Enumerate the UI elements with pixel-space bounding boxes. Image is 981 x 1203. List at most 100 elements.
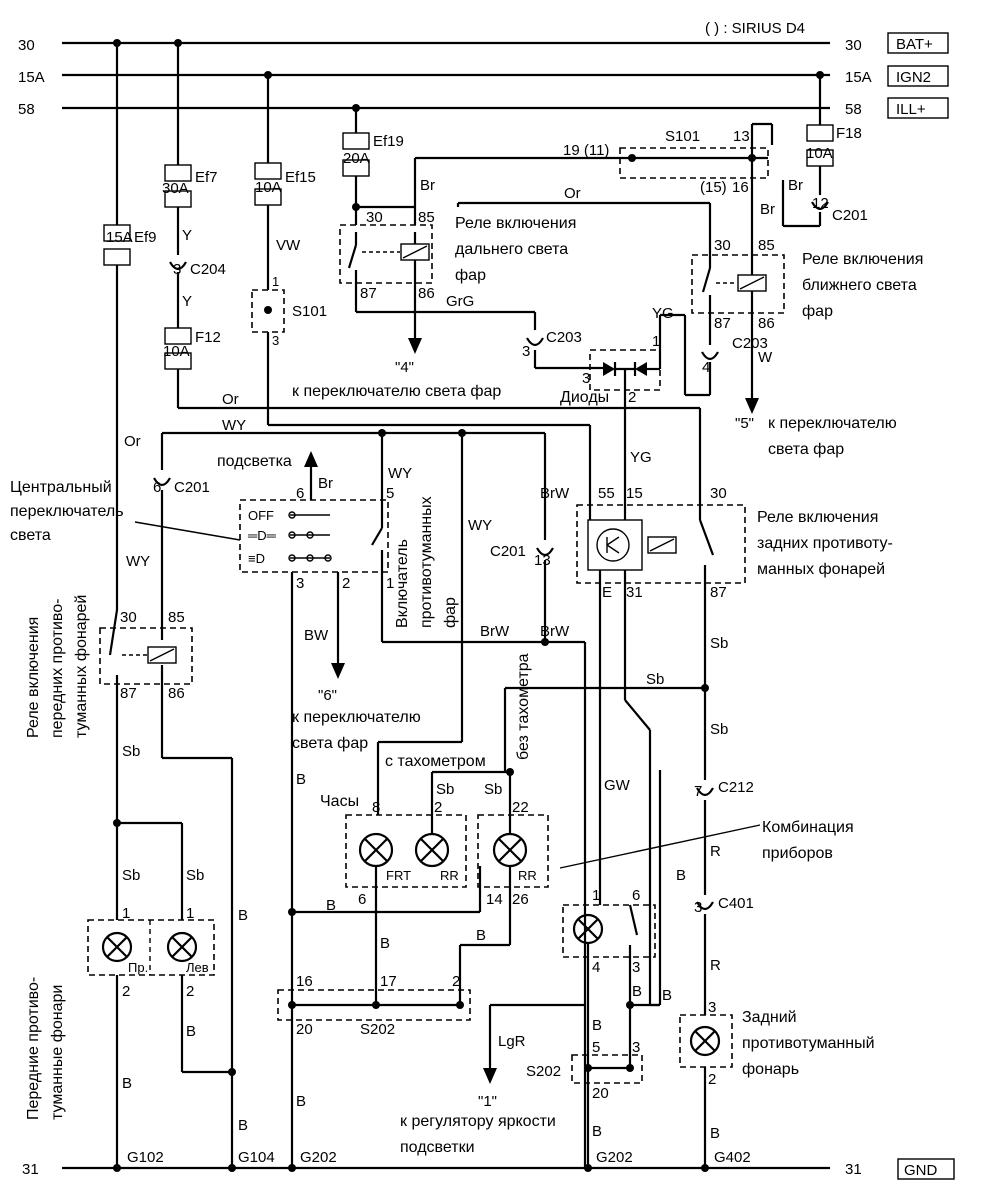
- rail-58-left: 58: [18, 101, 35, 118]
- label-lb-relay-3: фар: [802, 303, 833, 320]
- fuse-f12-rating: 10A: [163, 343, 190, 360]
- rail-15a-right: 15A: [845, 69, 872, 86]
- wire-b-8: B: [476, 927, 486, 944]
- pin-ff-86: 86: [168, 685, 185, 702]
- cluster-warning-block: [562, 904, 660, 1168]
- lb-relay: [658, 245, 785, 414]
- pin-ic-4: 4: [592, 959, 600, 976]
- pin-s202r-20: 20: [592, 1085, 609, 1102]
- wire-b-6: B: [326, 897, 336, 914]
- wire-b-2: B: [186, 1023, 196, 1040]
- switch-pos-off: OFF: [248, 508, 274, 523]
- wire-r-1: R: [710, 843, 721, 860]
- label-lb-relay-2: ближнего света: [802, 277, 917, 294]
- wire-y-1: Y: [182, 227, 192, 244]
- wire-or-2: Or: [124, 433, 141, 450]
- label-front-lamps-1: Передние противо-: [25, 977, 42, 1120]
- ground-g102: G102: [127, 1149, 164, 1166]
- wire-bw: BW: [304, 627, 329, 644]
- wire-brw-2: BrW: [480, 623, 510, 640]
- fuse-ef9-name: Ef9: [134, 229, 157, 246]
- label-lb-relay-1: Реле включения: [802, 251, 923, 268]
- switch-pos-1: ═D═: [247, 528, 277, 543]
- pin-ic-1: 1: [592, 887, 600, 904]
- conn-c203-right: C203: [732, 335, 768, 352]
- wire-b-13: B: [592, 1017, 602, 1034]
- rail-15a-left: 15A: [18, 69, 45, 86]
- leader-central-switch: [134, 521, 241, 541]
- pin-s202-16: 16: [296, 973, 313, 990]
- label-to-hl-5-tag: "5": [735, 415, 754, 432]
- wire-b-15: B: [662, 987, 672, 1004]
- pin-ic-8: 8: [372, 799, 380, 816]
- label-central-switch-3: света: [10, 527, 51, 544]
- pin-hb-30: 30: [366, 209, 383, 226]
- lamp-tag-rr2: RR: [518, 868, 537, 883]
- fuse-ef15-rating: 10A: [255, 179, 282, 196]
- fuse-ef7-rating: 30A: [162, 180, 189, 197]
- wire-grg: GrG: [446, 293, 474, 310]
- label-rear-relay-3: манных фонарей: [757, 561, 885, 578]
- wire-sb-2: Sb: [646, 671, 664, 688]
- rail-tags: [887, 32, 955, 1180]
- fuse-f18-rating: 10A: [806, 145, 833, 162]
- conn-c212: C212: [718, 779, 754, 796]
- wire-yg-1: YG: [652, 305, 674, 322]
- pin-s101-19: 19 (11): [563, 142, 609, 159]
- tag-ign2: IGN2: [896, 69, 931, 86]
- wire-b-7: B: [380, 935, 390, 952]
- wire-lgr-label: LgR: [498, 1033, 526, 1050]
- wire-b-11: B: [632, 983, 642, 1000]
- wire-brw-3: BrW: [540, 623, 570, 640]
- wire-b-5: B: [238, 1117, 248, 1134]
- wire-b-10: B: [676, 867, 686, 884]
- pin-c204: 3: [173, 261, 181, 278]
- label-rear-relay-1: Реле включения: [757, 509, 878, 526]
- tag-ill: ILL+: [896, 101, 926, 118]
- pin-c201-mid: 13: [534, 552, 551, 569]
- wire-br-2: Br: [760, 201, 775, 218]
- label-central-switch-2: переключатель: [10, 503, 124, 520]
- label-hb-relay-2: дальнего света: [455, 241, 568, 258]
- pin-ic-6b: 6: [632, 887, 640, 904]
- fuse-ef7-name: Ef7: [195, 169, 218, 186]
- conn-s202-bottom: S202: [360, 1021, 395, 1038]
- label-to-hl-5-2: света фар: [768, 441, 844, 458]
- pin-hb-87: 87: [360, 285, 377, 302]
- ef15-branch: [251, 71, 592, 520]
- lamp-tag-right: Лев: [186, 960, 209, 975]
- pin-s202-2: 2: [452, 973, 460, 990]
- rail-31-left: 31: [22, 1161, 39, 1178]
- label-to-hl-6-2: света фар: [292, 735, 368, 752]
- rail-58-right: 58: [845, 101, 862, 118]
- label-rear-relay-2: задних противоту-: [757, 535, 893, 552]
- legend-sirius: ( ) : SIRIUS D4: [705, 20, 805, 37]
- label-dimmer-2: подсветки: [400, 1139, 475, 1156]
- ef19-branch: [339, 104, 605, 370]
- pin-s101-15: (15): [700, 179, 727, 196]
- pin-c201-left: 6: [153, 479, 161, 496]
- wire-wy-4: WY: [468, 517, 492, 534]
- conn-s202-right: S202: [526, 1063, 561, 1080]
- pin-ff-85: 85: [168, 609, 185, 626]
- wire-wy-3: WY: [388, 465, 412, 482]
- pin-ic-3: 3: [632, 959, 640, 976]
- conn-s101-top: S101: [665, 128, 700, 145]
- ground-g202a: G202: [300, 1149, 337, 1166]
- label-fog-switch-3: фар: [442, 597, 459, 628]
- fuse-ef19-name: Ef19: [373, 133, 404, 150]
- pin-ic-6: 6: [358, 891, 366, 908]
- pin-rear-3: 3: [708, 999, 716, 1016]
- wire-sb-5: Sb: [122, 867, 140, 884]
- pin-rf-15: 15: [626, 485, 643, 502]
- wire-sb-6: Sb: [186, 867, 204, 884]
- rear-lamp-chain: [505, 684, 733, 1172]
- left-branch: [103, 39, 236, 1172]
- front-fog-relay: [99, 627, 193, 685]
- pin-lb-85: 85: [758, 237, 775, 254]
- label-to-hl-4-tag: "4": [395, 359, 414, 376]
- rear-fog-relay: [576, 408, 746, 905]
- pin-lb-87: 87: [714, 315, 731, 332]
- label-fog-switch-1: Включатель: [394, 539, 411, 628]
- label-central-switch-1: Центральный: [10, 479, 112, 496]
